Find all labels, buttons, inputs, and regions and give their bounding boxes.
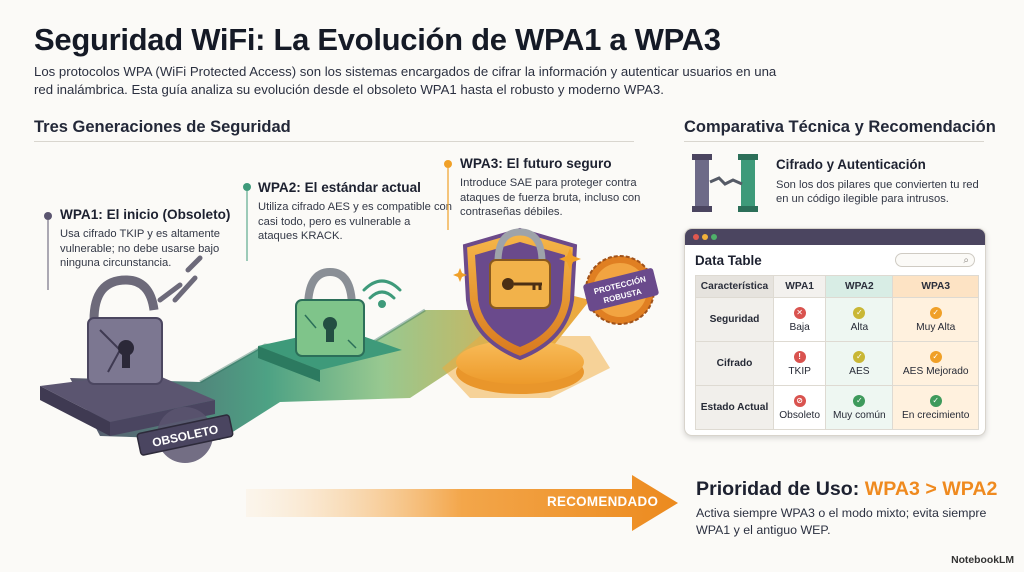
table-cell: ✕ Baja [772,297,827,342]
obsoleto-stamp: OBSOLETO [136,407,234,463]
wpa3-marker-dot [444,160,452,168]
row-label: Cifrado [695,341,774,386]
pillars-icon [692,154,758,212]
table-row: Estado Actual ⊘ Obsoleto ✓ Muy común ✓ En crec… [695,385,979,430]
priority-description: Activa siempre WPA3 o el modo mixto; evi… [696,506,987,537]
recommended-arrow [246,475,678,531]
check-circle-icon: ✓ [929,350,942,363]
table-header: WPA1 [772,275,827,298]
sparkle-icon [453,248,581,282]
shield-x-icon: ! [793,350,806,363]
minimize-dot-icon [702,234,708,240]
pillars-title: Cifrado y Autenticación [776,157,926,172]
wpa1-marker-line [47,220,49,290]
table-header: Característica [695,275,774,298]
cell-text: AES Mejorado [902,365,969,377]
data-table-title: Data Table [695,253,762,268]
broken-lock-icon [87,255,203,385]
table-cell: ✓ AES [825,341,894,386]
wpa2-marker-dot [243,183,251,191]
recommended-label: RECOMENDADO [547,494,659,509]
table-row: Cifrado! TKIP ✓ AES ✓ AES Mejorado [695,341,979,386]
wpa3-title: WPA3: El futuro seguro [460,156,612,171]
table-cell: ✓ Muy Alta [892,297,979,342]
cell-text: Muy común [833,409,886,421]
check-circle-icon: ✓ [929,306,942,319]
wifi-icon [362,279,402,308]
table-cell: ⊘ Obsoleto [772,385,827,430]
proteccion-robusta-badge: PROTECCIÓN ROBUSTA [583,255,659,325]
cell-text: Alta [850,321,869,333]
green-lock-icon [295,267,365,357]
prohibited-icon: ⊘ [793,394,806,407]
row-label: Seguridad [695,297,774,342]
section-heading-comparison: Comparativa Técnica y Recomendación [684,118,996,136]
table-cell: ✓ En crecimiento [892,385,979,430]
check-shield-icon: ✓ [853,306,866,319]
intro-paragraph: Los protocolos WPA (WiFi Protected Acces… [34,64,777,97]
wpa1-description: Usa cifrado TKIP y es altamente vulnerab… [60,228,221,269]
table-header: WPA2 [825,275,894,298]
table-cell: ✓ Alta [825,297,894,342]
cell-text: Muy Alta [916,321,956,333]
data-table-card: Data Table ⌕ Característica WPA1 WPA2 WP… [684,228,986,436]
row-label: Estado Actual [695,385,774,430]
divider [684,141,984,142]
search-icon: ⌕ [963,255,969,266]
check-shield-icon: ✓ [853,350,866,363]
cell-text: En crecimiento [902,409,970,421]
table-cell: ✓ AES Mejorado [892,341,979,386]
close-dot-icon [693,234,699,240]
wpa3-description: Introduce SAE para proteger contra ataqu… [460,177,641,218]
wpa1-marker-dot [44,212,52,220]
cell-text: Obsoleto [779,409,821,421]
brand-label: NotebookLM [951,555,1014,566]
wpa3-platform [442,336,610,398]
priority-title: Prioridad de Uso: WPA3 > WPA2 [696,478,997,501]
table-cell: ✓ Muy común [825,385,894,430]
cell-text: AES [849,365,870,377]
x-circle-icon: ✕ [793,306,806,319]
priority-title-highlight: WPA3 > WPA2 [864,478,998,500]
check-circle-icon: ✓ [929,394,942,407]
section-heading-generations: Tres Generaciones de Seguridad [34,118,291,136]
wpa2-description: Utiliza cifrado AES y es compatible con … [258,201,453,242]
page-title: Seguridad WiFi: La Evolución de WPA1 a W… [34,22,721,57]
table-header: WPA3 [892,275,979,298]
maximize-dot-icon [711,234,717,240]
wpa1-title: WPA1: El inicio (Obsoleto) [60,207,231,222]
evolution-illustration: OBSOLETO PR [40,227,659,463]
cell-text: Baja [789,321,810,333]
wpa3-marker-line [447,168,449,230]
table-row: Seguridad ✕ Baja ✓ Alta ✓ Muy Alta [695,297,979,342]
shield-lock-icon [462,227,578,361]
wpa2-title: WPA2: El estándar actual [258,180,421,195]
comparison-table: Característica WPA1 WPA2 WPA3 Seguridad✕… [695,275,979,430]
window-titlebar [685,229,985,245]
wpa2-marker-line [246,191,248,261]
priority-title-prefix: Prioridad de Uso: [696,478,865,500]
pillars-description: Son los dos pilares que convierten tu re… [776,179,979,205]
table-cell: ! TKIP [772,341,827,386]
table-search-input[interactable]: ⌕ [895,253,975,267]
divider [34,141,634,142]
check-circle-icon: ✓ [853,394,866,407]
cell-text: TKIP [788,365,811,377]
